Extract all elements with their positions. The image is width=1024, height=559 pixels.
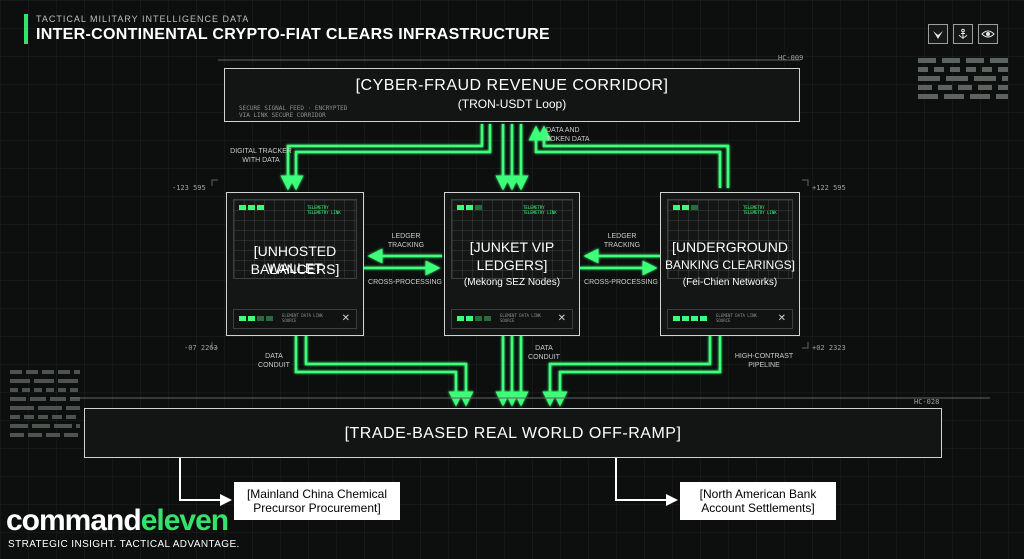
flow-right-to-offramp: [552, 336, 722, 407]
node-underground-banking: TELEMETRY TELEMETRY LINK [UNDERGROUND BA…: [660, 192, 800, 336]
flow-right-to-offramp-2: [542, 336, 712, 407]
node-screen: [233, 199, 357, 279]
flow-corridor-to-left: [288, 124, 492, 191]
connector-to-north-america: [615, 452, 678, 506]
node-micro: ELEMENT DATA LINK SOURCE: [716, 313, 757, 323]
node-screen: [667, 199, 793, 279]
header-subtitle: TACTICAL MILITARY INTELLIGENCE DATA: [36, 14, 250, 24]
label-data-token: DATA AND TOKEN DATA: [546, 127, 590, 143]
node-left-title-2: BALANCERS]: [250, 261, 340, 277]
corridor-title: [CYBER-FRAUD REVENUE CORRIDOR]: [355, 77, 669, 94]
node-center-subtitle: (Mekong SEZ Nodes): [463, 277, 561, 288]
node-telemetry: TELEMETRY TELEMETRY LINK: [307, 205, 341, 215]
node-micro: ELEMENT DATA LINK SOURCE: [500, 313, 541, 323]
anchor-icon[interactable]: [953, 24, 973, 44]
label-digital-tracker: DIGITAL TRACKER WITH DATA: [230, 148, 292, 164]
label-conduit-center: DATA CONDUIT: [528, 345, 560, 361]
node-junket-vip: TELEMETRY TELEMETRY LINK [JUNKET VIP LED…: [444, 192, 580, 336]
node-left-coord-bottom: -07 2263: [184, 344, 218, 352]
destination-china-line2: Precursor Procurement]: [253, 501, 381, 515]
page-title: INTER-CONTINENTAL CRYPTO-FIAT CLEARS INF…: [36, 26, 550, 43]
node-status-bar: ELEMENT DATA LINK SOURCE ✕: [233, 309, 357, 329]
flow-corridor-to-left-2: [280, 124, 484, 191]
header-accent-bar: [24, 14, 28, 44]
flow-left-to-offramp: [294, 336, 464, 407]
eye-icon[interactable]: [978, 24, 998, 44]
corridor-box: [CYBER-FRAUD REVENUE CORRIDOR] (TRON-USD…: [224, 68, 800, 122]
crossed-tools-icon: ✕: [777, 313, 786, 324]
node-left-title-1: [UNHOSTED WALLET: [253, 243, 337, 276]
flow-left-to-offramp-2: [304, 336, 474, 407]
label-conduit-left: DATA CONDUIT: [258, 353, 290, 369]
offramp-title: [TRADE-BASED REAL WORLD OFF-RAMP]: [344, 425, 682, 442]
label-ledger-left: LEDGER TRACKING: [387, 233, 425, 249]
node-right-coord-bottom: +02 2323: [812, 344, 846, 352]
offramp-code: HC-028: [914, 398, 940, 406]
label-ledger-right: LEDGER TRACKING: [603, 233, 641, 249]
crossed-tools-icon: ✕: [341, 313, 350, 324]
node-micro: ELEMENT DATA LINK SOURCE: [282, 313, 323, 323]
node-right-title-1: [UNDERGROUND: [672, 239, 788, 255]
node-right-title-2: BANKING CLEARINGS]: [664, 258, 796, 272]
node-telemetry: TELEMETRY TELEMETRY LINK: [523, 205, 557, 215]
label-pipeline-right: HIGH-CONTRAST PIPELINE: [734, 353, 794, 369]
corridor-subtitle: (TRON-USDT Loop): [457, 97, 567, 111]
node-right-subtitle: (Fei-Chien Networks): [682, 277, 778, 288]
brand-tagline: STRATEGIC INSIGHT. TACTICAL ADVANTAGE.: [8, 539, 240, 550]
destination-na-line1: [North American Bank: [699, 487, 817, 501]
node-unhosted-wallet: TELEMETRY TELEMETRY LINK [UNHOSTED WALLE…: [226, 192, 364, 336]
corner-code-block: [918, 58, 1008, 99]
destination-north-america: [North American Bank Account Settlements…: [680, 482, 836, 520]
node-status-bar: ELEMENT DATA LINK SOURCE ✕: [451, 309, 573, 329]
label-cross-right: CROSS-PROCESSING: [584, 279, 658, 286]
label-cross-left: CROSS-PROCESSING: [368, 279, 442, 286]
flow-right-to-corridor: [528, 125, 722, 188]
node-screen: [451, 199, 573, 279]
destination-china-line1: [Mainland China Chemical: [246, 487, 388, 501]
node-telemetry: TELEMETRY TELEMETRY LINK: [743, 205, 777, 215]
node-center-title-2: LEDGERS]: [476, 257, 548, 273]
offramp-box: [TRADE-BASED REAL WORLD OFF-RAMP]: [84, 408, 942, 458]
node-right-coord: +122 595: [812, 184, 846, 192]
crossed-tools-icon: ✕: [557, 313, 566, 324]
node-left-coord: -123 595: [172, 184, 206, 192]
brand-name-part2: eleven: [140, 504, 229, 537]
corridor-micro-text: SECURE SIGNAL FEED · ENCRYPTED VIA LINK …: [239, 105, 348, 119]
corridor-code: HC-009: [778, 54, 804, 62]
brand-logo: commandeleven: [6, 504, 229, 537]
flow-right-to-corridor-2: [536, 125, 730, 188]
node-center-title-1: [JUNKET VIP: [469, 239, 555, 255]
destination-na-line2: Account Settlements]: [701, 501, 815, 515]
destination-china: [Mainland China Chemical Precursor Procu…: [234, 482, 400, 520]
node-status-bar: ELEMENT DATA LINK SOURCE ✕: [667, 309, 793, 329]
brand-name-part1: command: [6, 504, 142, 537]
side-code-block: [10, 370, 80, 480]
eagle-icon[interactable]: [928, 24, 948, 44]
